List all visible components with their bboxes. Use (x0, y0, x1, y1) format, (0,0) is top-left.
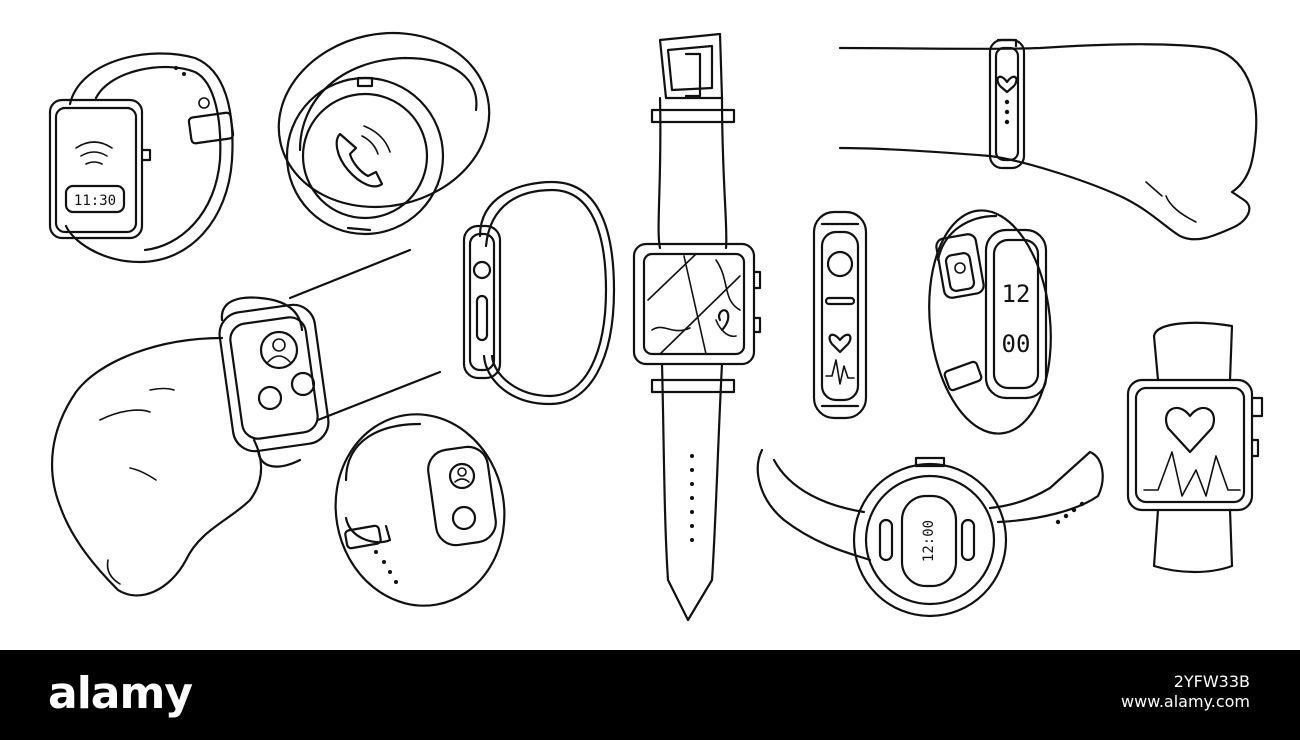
band-time-hour: 12 (1002, 280, 1031, 308)
round-smartwatch-time: 12:00 (756, 448, 1104, 618)
round-watch-time: 12:00 (921, 520, 937, 562)
brand-logo: alamy (48, 668, 193, 719)
site-url: www.alamy.com (1121, 692, 1250, 711)
hand-with-contacts-watch (51, 248, 442, 597)
side-view-smartwatch (462, 180, 616, 406)
image-id: 2YFW33B (1173, 672, 1250, 691)
image-id-block: 2YFW33B www.alamy.com (1121, 672, 1250, 712)
round-smartwatch-call (277, 31, 491, 236)
square-smartwatch-nfc: 11:30 (48, 52, 235, 264)
fitness-band-heart (812, 210, 868, 420)
heart-rate-smartwatch (1126, 321, 1264, 574)
arm-with-fitness-band (838, 38, 1258, 241)
band-time-minute: 00 (1002, 330, 1031, 358)
stock-watermark-bar: alamy 2YFW33B www.alamy.com (0, 650, 1300, 740)
nfc-watch-time: 11:30 (74, 193, 116, 209)
illustration-canvas: 11:30 (48, 31, 1264, 622)
oval-band-contacts (334, 413, 506, 607)
map-smartwatch (632, 32, 762, 622)
smartwatch-doodle-set: 11:30 (48, 31, 1264, 622)
curved-band-time: 12 00 (928, 209, 1052, 435)
